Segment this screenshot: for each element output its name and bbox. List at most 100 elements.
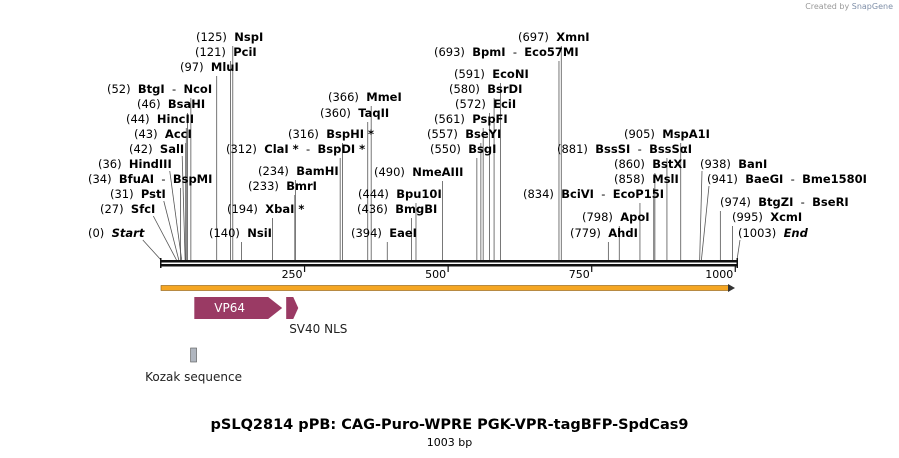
site-line xyxy=(163,200,180,261)
site-label: (360) TaqII xyxy=(320,106,389,120)
site-separator: - xyxy=(630,142,649,156)
site-name: HincII xyxy=(157,112,194,126)
snapgene-credit: Created by SnapGene xyxy=(805,2,893,11)
spacer xyxy=(389,187,396,201)
site-position: (0) xyxy=(88,226,104,240)
site-label: (43) AccI xyxy=(134,127,192,141)
site-name: Start xyxy=(112,226,145,240)
site-name: BanI xyxy=(738,157,767,171)
site-position: (125) xyxy=(196,30,227,44)
site-separator: - xyxy=(165,82,184,96)
spacer xyxy=(751,195,758,209)
spacer xyxy=(161,97,168,111)
site-position: (557) xyxy=(427,127,458,141)
site-labels: (0) Start(27) SfcI(31) PstI(34) BfuAI - … xyxy=(88,30,867,240)
site-name: XbaI * xyxy=(265,202,304,216)
site-position: (312) xyxy=(226,142,257,156)
spacer xyxy=(124,202,131,216)
site-position: (194) xyxy=(227,202,258,216)
spacer xyxy=(588,142,595,156)
spacer xyxy=(104,226,111,240)
site-label: (234) BamHI xyxy=(258,164,339,178)
site-position: (1003) xyxy=(738,226,776,240)
site-name: BciVI xyxy=(561,187,594,201)
site-name: SfcI xyxy=(131,202,155,216)
spacer xyxy=(738,172,745,186)
spacer xyxy=(112,172,119,186)
site-position: (834) xyxy=(523,187,554,201)
site-label: (693) BpmI - Eco57MI xyxy=(434,45,579,59)
site-name: BspHI * xyxy=(326,127,374,141)
spacer xyxy=(289,164,296,178)
site-label: (125) NspI xyxy=(196,30,263,44)
site-name: BsgI xyxy=(468,142,496,156)
tick-label: 750 xyxy=(569,268,590,281)
spacer xyxy=(461,142,468,156)
site-position: (693) xyxy=(434,45,465,59)
vp64-feature xyxy=(194,297,283,319)
site-label: (834) BciVI - EcoP15I xyxy=(523,187,664,201)
site-position: (316) xyxy=(288,127,319,141)
site-label: (27) SfcI xyxy=(100,202,155,216)
site-position: (881) xyxy=(557,142,588,156)
site-name: BsrDI xyxy=(487,82,522,96)
credit-prefix: Created by xyxy=(805,2,850,11)
site-label: (490) NmeAIII xyxy=(374,165,463,179)
site-label: (52) BtgI - NcoI xyxy=(107,82,212,96)
site-label: (444) Bpu10I xyxy=(358,187,442,201)
spacer xyxy=(776,226,783,240)
site-name: ApoI xyxy=(620,210,649,224)
site-name-secondary: Eco57MI xyxy=(524,45,578,59)
spacer xyxy=(359,90,366,104)
backbone-top-strand xyxy=(161,260,737,263)
site-separator: - xyxy=(783,172,802,186)
site-label: (194) XbaI * xyxy=(227,202,304,216)
spacer xyxy=(134,187,141,201)
site-name: MmeI xyxy=(366,90,402,104)
site-line xyxy=(700,185,710,261)
site-separator: - xyxy=(506,45,525,59)
sequence-map: (0) Start(27) SfcI(31) PstI(34) BfuAI - … xyxy=(88,30,867,384)
site-label: (140) NsiI xyxy=(209,226,272,240)
spacer xyxy=(549,30,556,44)
site-name: PciI xyxy=(233,45,256,59)
site-line xyxy=(736,239,741,261)
site-name: AccI xyxy=(165,127,192,141)
site-name-secondary: EcoP15I xyxy=(613,187,664,201)
site-line xyxy=(169,170,183,261)
vp64-label: VP64 xyxy=(214,301,245,315)
spacer xyxy=(554,187,561,201)
site-name: Bpu10I xyxy=(396,187,441,201)
site-label: (858) MslI xyxy=(614,172,679,186)
site-name: EcoNI xyxy=(492,67,528,81)
site-name: BseYI xyxy=(465,127,501,141)
site-label: (312) ClaI * - BspDI * xyxy=(226,142,365,156)
site-position: (44) xyxy=(126,112,150,126)
sv40-nls-label: SV40 NLS xyxy=(289,322,347,336)
spacer xyxy=(601,226,608,240)
spacer xyxy=(257,142,264,156)
spacer xyxy=(486,97,493,111)
spacer xyxy=(158,127,165,141)
site-position: (97) xyxy=(180,60,204,74)
site-name: BmrI xyxy=(286,179,317,193)
site-label: (31) PstI xyxy=(110,187,166,201)
site-name: BamHI xyxy=(296,164,338,178)
spacer xyxy=(645,172,652,186)
tick-label: 1000 xyxy=(705,268,733,281)
site-label: (580) BsrDI xyxy=(449,82,522,96)
spacer xyxy=(122,157,129,171)
site-label: (557) BseYI xyxy=(427,127,501,141)
site-separator: - xyxy=(299,142,318,156)
site-separator: - xyxy=(154,172,173,186)
site-label: (0) Start xyxy=(88,226,145,240)
site-name: PspFI xyxy=(472,112,507,126)
site-name-secondary: NcoI xyxy=(183,82,212,96)
spacer xyxy=(405,165,412,179)
site-label: (995) XcmI xyxy=(732,210,802,224)
site-name: BsaHI xyxy=(168,97,205,111)
site-position: (858) xyxy=(614,172,645,186)
site-name: EciI xyxy=(493,97,516,111)
site-label: (938) BanI xyxy=(700,157,767,171)
map-title: pSLQ2814 pPB: CAG-Puro-WPRE PGK-VPR-tagB… xyxy=(210,417,689,433)
